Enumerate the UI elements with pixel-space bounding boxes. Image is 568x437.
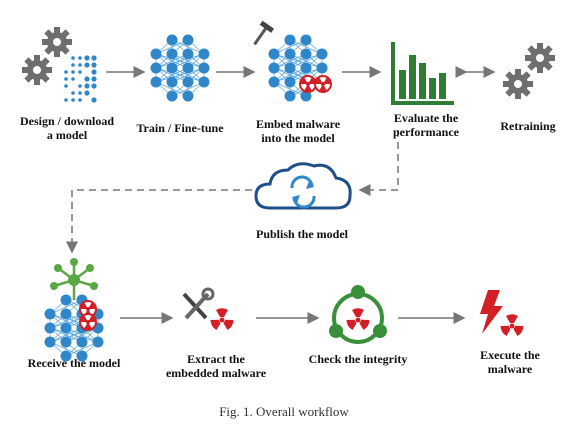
dot-matrix-icon [64, 55, 97, 103]
cloud-sync-icon [254, 162, 352, 210]
hammer-icon [253, 20, 275, 46]
evaluate-label: Evaluate the performance [393, 111, 459, 139]
gear-icon [22, 55, 52, 85]
embed-label-line1: Embed malware [255, 117, 341, 131]
execute-label-line1: Execute the [480, 348, 540, 362]
publish-label: Publish the model [256, 227, 348, 241]
design-model-icon [22, 27, 97, 103]
bar-chart-icon [391, 42, 454, 105]
retrain-label-line1: Retraining [500, 119, 556, 133]
design-label: Design / download a model [20, 114, 114, 142]
receive-label: Receive the model [28, 356, 121, 370]
biohazard-icon [314, 75, 332, 93]
embed-label: Embed malware into the model [256, 117, 340, 145]
molecule-icon [50, 258, 98, 300]
retrain-gears-icon [503, 43, 555, 99]
radiation-icon [346, 308, 370, 330]
design-label-line1: Design / download [19, 114, 115, 128]
design-label-line2: a model [46, 128, 88, 142]
arrow-publish-to-receive [66, 189, 252, 254]
check-label: Check the integrity [309, 352, 408, 366]
neural-network-icon [268, 34, 328, 102]
gear-icon [503, 69, 533, 99]
check-label-line1: Check the integrity [308, 352, 408, 366]
lightning-icon [480, 290, 503, 334]
train-label: Train / Fine-tune [136, 121, 223, 135]
radiation-icon [210, 308, 234, 330]
retrain-label: Retraining [500, 119, 555, 133]
neural-network-icon [150, 34, 210, 102]
embed-label-line2: into the model [261, 131, 335, 145]
gear-icon [42, 27, 72, 57]
biohazard-icon [79, 313, 97, 331]
publish-label-line1: Publish the model [255, 227, 349, 241]
arrow-evaluate-to-publish [358, 130, 399, 196]
evaluate-label-line1: Evaluate the [393, 111, 459, 125]
receive-label-line1: Receive the model [27, 356, 121, 370]
extract-label: Extract the embedded malware [166, 352, 266, 380]
execute-label: Execute the malware [480, 348, 540, 376]
wrench-screwdriver-icon [182, 287, 215, 320]
extract-label-line2: embedded malware [165, 366, 267, 380]
radiation-icon [500, 314, 524, 336]
extract-label-line1: Extract the [187, 352, 245, 366]
gear-icon [525, 43, 555, 73]
figure-caption: Fig. 1. Overall workflow [219, 404, 349, 419]
evaluate-label-line2: performance [393, 125, 459, 139]
train-label-line1: Train / Fine-tune [136, 121, 224, 135]
recycle-cycle-icon [329, 285, 387, 344]
execute-label-line2: malware [487, 362, 533, 376]
